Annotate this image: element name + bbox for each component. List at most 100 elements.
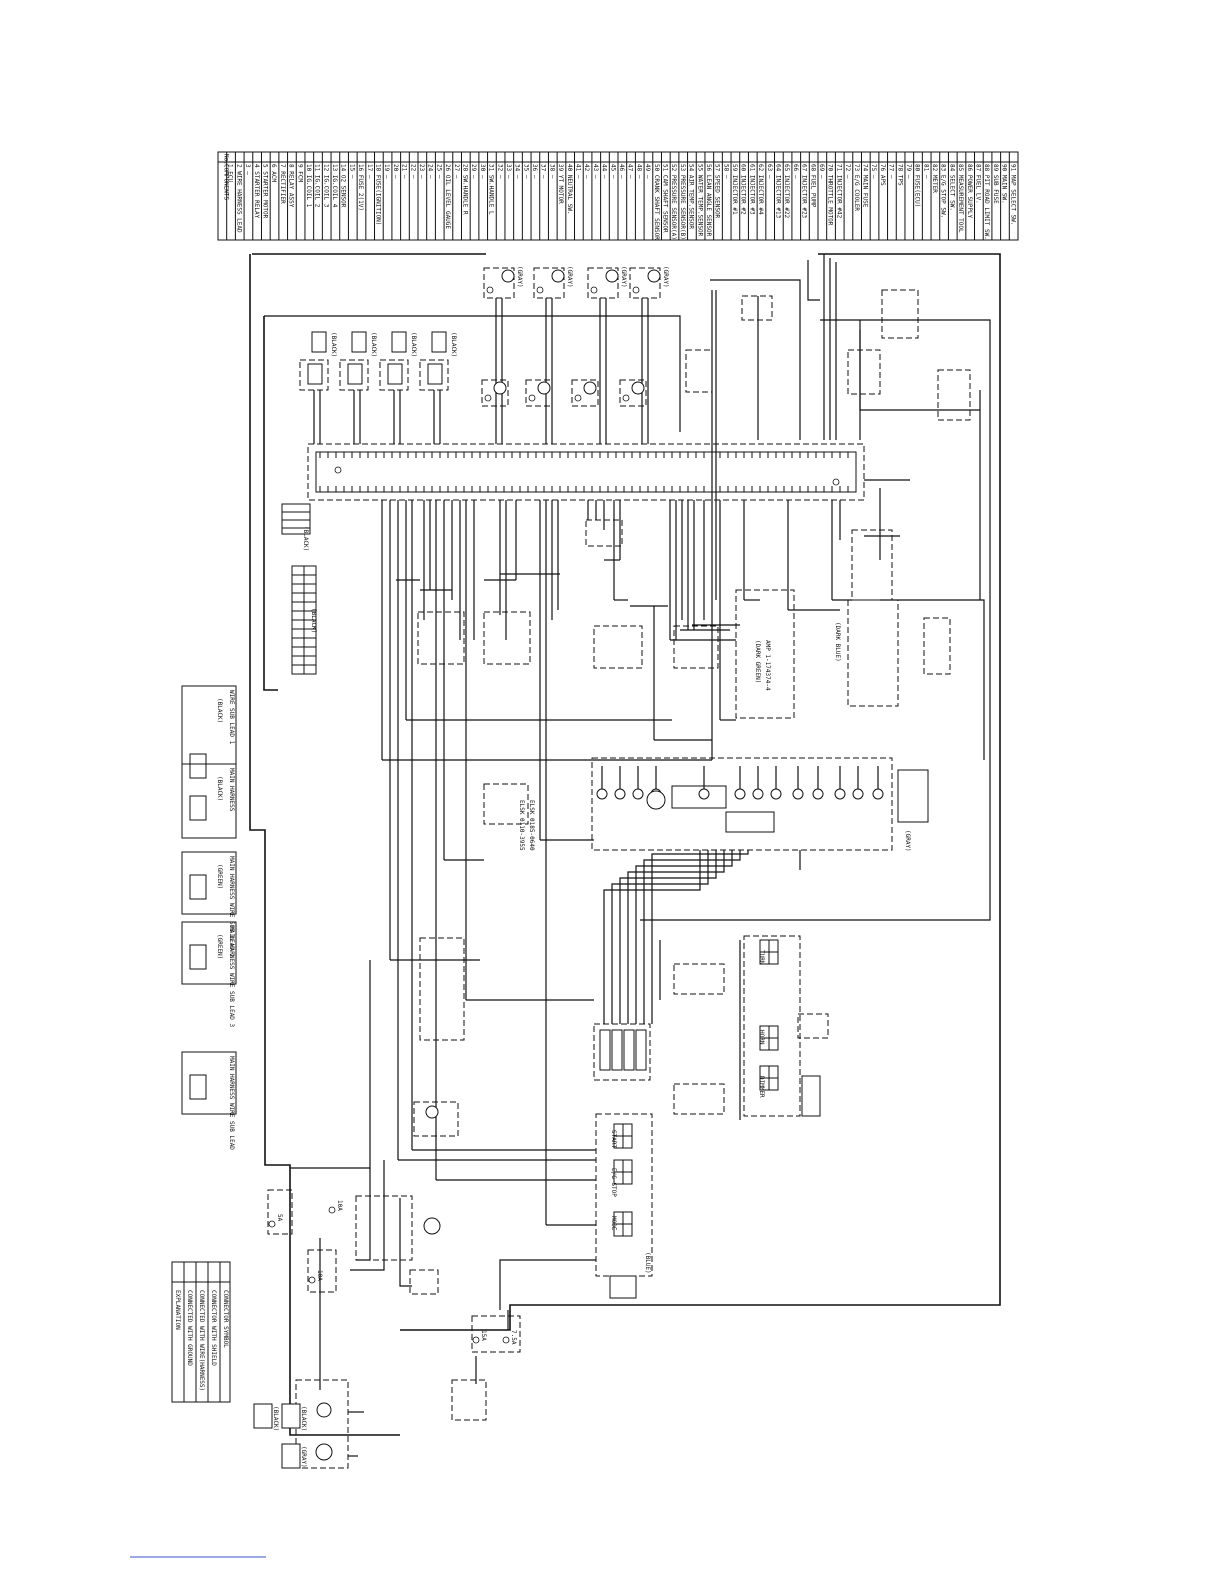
table-row: 55 WATER TEMP.SENSOR — [696, 164, 703, 237]
table-row: 8 RELAY ASSY — [288, 164, 295, 208]
ecu-connector-color-a: (BLACK) — [302, 526, 309, 551]
outer-harness — [249, 253, 1001, 1436]
table-row: 28 SW.HANDLE R — [461, 164, 468, 215]
table-row: 45 — — [609, 164, 616, 179]
meter-lamp-icon — [834, 788, 846, 800]
rectifier-icon — [425, 1105, 439, 1119]
table-row: 39 YT MOTOR — [557, 164, 564, 204]
table-row: 38 — — [548, 164, 555, 179]
table-row: 75 — — [870, 164, 877, 179]
table-row: 36 — — [531, 164, 538, 179]
dark-blue-label: (DARK BLUE) — [834, 622, 841, 662]
legend-box-title: WIRE SUB LEAD 1 — [228, 690, 235, 745]
table-row: 60 INJECTOR #2 — [740, 164, 747, 215]
table-row: 42 — — [583, 164, 590, 179]
amp-part-ref: AMP 1-174374-4 — [764, 640, 771, 691]
ig-coil-plug — [391, 331, 407, 353]
table-row: 50 CRANK SHAFT SENSOR — [653, 164, 660, 240]
table-row: 26 OIL LEVEL GAUGE — [444, 164, 451, 229]
wire-harness — [290, 254, 985, 1310]
connector-color: (GRAY) — [516, 266, 523, 288]
meter-lamp-icon — [596, 788, 608, 800]
table-row: 20 — — [392, 164, 399, 179]
part-ref-1: ELSK 0110-3955 — [518, 800, 525, 851]
explanation-row: CONNECTOR WITH SHIELD — [210, 1290, 217, 1366]
table-row: 82 METER — [931, 164, 938, 193]
table-row: 48 — — [635, 164, 642, 179]
table-header: No. — [222, 154, 229, 165]
table-row: 61 INJECTOR #3 — [748, 164, 755, 215]
meter-block: (GRAY) — [591, 757, 929, 852]
table-row: 6 ACM — [270, 164, 277, 182]
injector-connector-icon — [605, 269, 619, 283]
table-row: 72 — — [844, 164, 851, 179]
injector-connector-icon — [501, 269, 515, 283]
table-row: 40 NEUTRAL SW. — [566, 164, 573, 215]
table-header: COMPONENTS — [222, 164, 229, 201]
table-row: 58 — — [722, 164, 729, 179]
table-row: 1 ECU — [227, 164, 234, 182]
table-row: 19 — — [383, 164, 390, 179]
explanation-title: EXPLANATION — [174, 1290, 181, 1330]
ig-coil-plug — [431, 331, 447, 353]
table-row: 32 — — [496, 164, 503, 179]
sensor-connector-icon — [583, 381, 597, 395]
connector-color: (BLACK) — [300, 1406, 307, 1431]
ig-coil-connector — [387, 363, 403, 385]
meter-lamp-icon — [698, 788, 710, 800]
connector-color: (BLACK) — [272, 1406, 279, 1431]
starter-motor-icon — [315, 1443, 333, 1461]
meter-lamp-icon — [872, 788, 884, 800]
legend-box-color: (BLACK) — [216, 698, 223, 723]
table-row: 29 — — [470, 164, 477, 179]
connector-color: (BLACK) — [410, 332, 417, 357]
table-row: 69 — — [818, 164, 825, 179]
connector-color: (BLACK) — [370, 332, 377, 357]
table-row: 67 INJECTOR #23 — [801, 164, 808, 219]
explanation-row: CONNECTED WITH GROUND — [186, 1290, 193, 1366]
ecu-block — [307, 443, 865, 501]
fuse-label: 15A — [480, 1330, 487, 1341]
meter-lamp-icon — [792, 788, 804, 800]
explanation-row: CONNECTED WITH WIRE(HARNESS) — [198, 1290, 205, 1391]
eg-stop-switch-label: E/G STOP — [610, 1168, 617, 1197]
table-row: 7 RECTIFIER — [279, 164, 286, 204]
table-row: 87 FUEL LV. — [975, 164, 982, 204]
table-row: 73 E/G COOLER — [853, 164, 860, 211]
connector-color: (GRAY) — [620, 266, 627, 288]
dimmer-switch-label: DIMMER — [758, 1076, 765, 1098]
horn-switch-label: HORN — [758, 1030, 765, 1045]
ecu-connector-a — [281, 503, 311, 535]
table-row: 77 — — [888, 164, 895, 179]
table-row: 9 FCM — [296, 164, 303, 182]
table-row: 41 — — [575, 164, 582, 179]
mode-connector — [609, 1275, 637, 1299]
meter-gauge-icon — [646, 790, 666, 810]
table-row: 16 FUSE 2(1V) — [357, 164, 364, 211]
meter-lamp-icon — [752, 788, 764, 800]
amp-color-ref: (DARK GREEN) — [754, 640, 761, 683]
ig-coil-connector — [427, 363, 443, 385]
switch-blocks: START E/G STOP MODE TURN HORN DIMMER (BL… — [593, 935, 829, 1299]
table-row: 24 — — [427, 164, 434, 179]
sensor-connector-icon — [537, 381, 551, 395]
legend-box-title: MAIN HARNESS WIRE SUB LEAD 3 — [228, 926, 235, 1028]
starter-relay-icon — [316, 1402, 332, 1418]
table-row: 11 IG.COIL 2 — [314, 164, 321, 208]
legend-box-title: MAIN HARNESS WIRE SUB LEAD 2 — [228, 856, 235, 958]
table-row: 27 — — [453, 164, 460, 179]
table-row: 43 — — [592, 164, 599, 179]
ig-coil-connector — [347, 363, 363, 385]
table-row: 90 MAIN SW. — [1001, 164, 1008, 204]
legend-area: WIRE SUB LEAD 1(BLACK)MAIN HARNESS(BLACK… — [181, 685, 237, 1150]
table-row: 33 — — [505, 164, 512, 179]
mode-switch-color: (BLUE) — [644, 1252, 651, 1274]
legend-box-color: (GREEN) — [216, 934, 223, 959]
table-row: 53 PRESSURE SENSOR(B) — [679, 164, 686, 240]
meter-lamp-icon — [632, 788, 644, 800]
sensor-connector-icon — [631, 381, 645, 395]
mode-switch-label: MODE — [610, 1216, 617, 1231]
fuse-label: 5A — [276, 1214, 283, 1222]
table-row: 18 FUSE(IGNITION) — [375, 164, 382, 225]
